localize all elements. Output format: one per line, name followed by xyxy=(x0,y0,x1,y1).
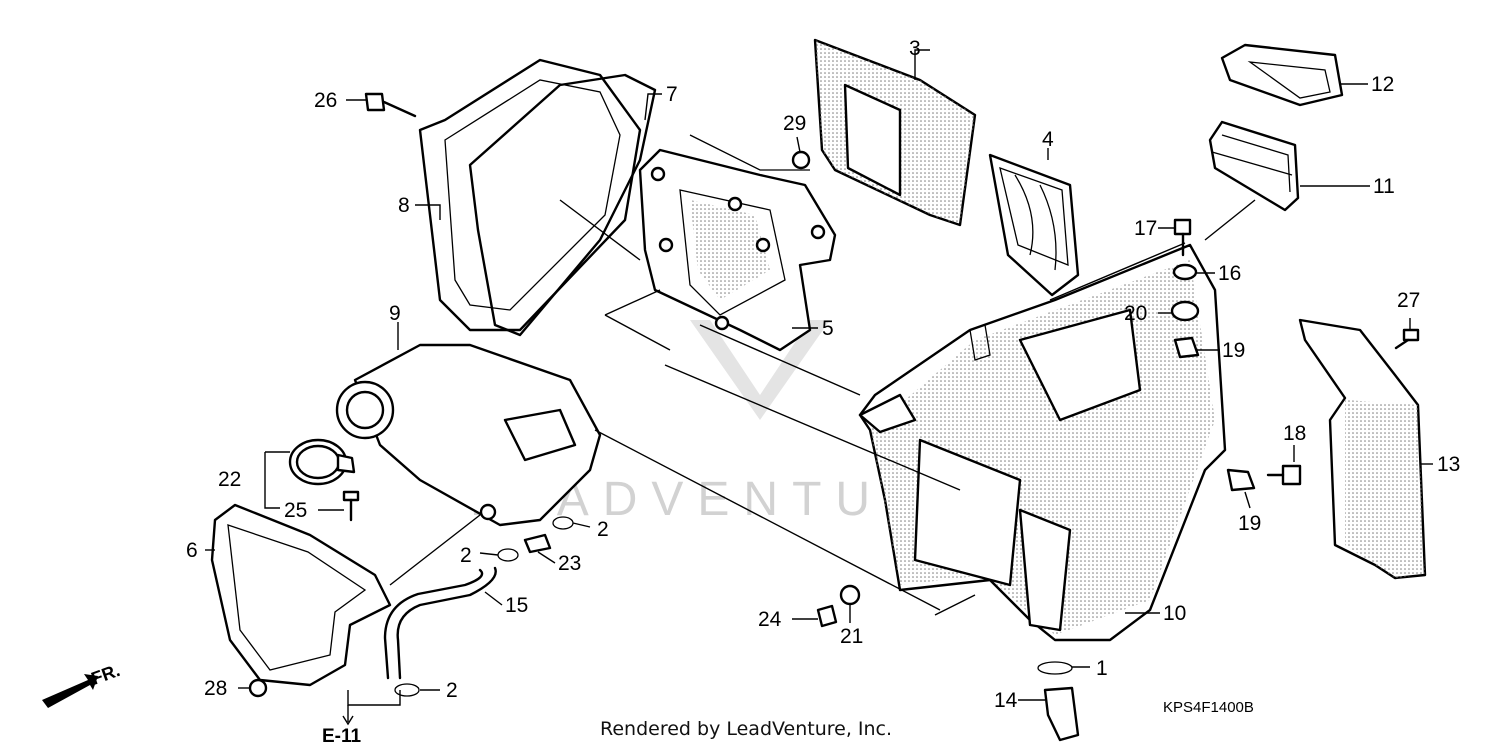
front-arrow-icon: FR. xyxy=(42,660,123,708)
render-credit: Rendered by LeadVenture, Inc. xyxy=(600,718,892,740)
callout-21: 21 xyxy=(840,625,863,648)
part-13-side-cover[interactable] xyxy=(1298,318,1427,580)
part-10-air-cleaner-case[interactable] xyxy=(858,243,1227,642)
part-23-bolt[interactable] xyxy=(523,533,552,554)
front-label: FR. xyxy=(89,660,123,689)
reference-label-e11[interactable]: E-11 xyxy=(322,726,362,747)
part-28-nut[interactable] xyxy=(248,678,268,698)
callout-6: 6 xyxy=(186,539,198,562)
callout-25: 25 xyxy=(284,499,307,522)
callout-3: 3 xyxy=(909,37,921,60)
part-5-element-assembly[interactable] xyxy=(638,134,837,352)
callout-22: 22 xyxy=(218,468,241,491)
part-15-drain-hose[interactable] xyxy=(383,566,497,680)
part-11-duct-seal[interactable] xyxy=(1208,120,1300,212)
part-12-cover[interactable] xyxy=(1220,43,1344,107)
callout-19a: 19 xyxy=(1222,339,1245,362)
callout-18: 18 xyxy=(1283,422,1306,445)
diagram-code: KPS4F1400B xyxy=(1163,699,1254,716)
callout-23: 23 xyxy=(558,552,581,575)
part-26-bolt[interactable] xyxy=(364,92,417,118)
callout-9: 9 xyxy=(389,302,401,325)
part-6-gasket[interactable] xyxy=(210,503,392,687)
part-16-grommet[interactable] xyxy=(1172,263,1198,281)
part-24-bolt[interactable] xyxy=(816,604,838,628)
callout-labels: 1 2 2 2 2 3 4 5 6 7 8 9 10 11 12 13 14 1… xyxy=(186,37,1460,712)
part-20-grommet[interactable] xyxy=(1170,300,1200,322)
part-4-element-frame[interactable] xyxy=(988,153,1080,297)
part-25-screw[interactable] xyxy=(342,490,360,522)
callout-1: 1 xyxy=(1096,657,1108,680)
callout-11: 11 xyxy=(1373,175,1395,198)
callout-8: 8 xyxy=(398,194,410,217)
part-19-clip-lower[interactable] xyxy=(1226,468,1256,492)
part-21-washer[interactable] xyxy=(839,584,861,606)
part-19-clip-upper[interactable] xyxy=(1173,336,1200,359)
part-14-tube[interactable] xyxy=(1043,686,1080,742)
part-7-gasket[interactable] xyxy=(468,73,657,337)
callout-28: 28 xyxy=(204,677,227,700)
callout-10: 10 xyxy=(1163,602,1186,625)
callout-2c: 2 xyxy=(446,679,458,702)
callout-12: 12 xyxy=(1371,73,1394,96)
callout-7: 7 xyxy=(666,83,678,106)
part-18-bolt[interactable] xyxy=(1266,464,1302,486)
callout-16: 16 xyxy=(1218,262,1241,285)
part-9-filter-housing[interactable] xyxy=(335,343,602,527)
callout-14: 14 xyxy=(994,689,1018,712)
part-29-nut[interactable] xyxy=(791,150,811,170)
callout-15: 15 xyxy=(505,594,528,617)
part-22-clamp-band[interactable] xyxy=(288,438,356,486)
callout-5: 5 xyxy=(822,317,834,340)
callout-24: 24 xyxy=(758,608,782,631)
callout-2b: 2 xyxy=(460,544,472,567)
callout-19b: 19 xyxy=(1238,512,1261,535)
callout-27: 27 xyxy=(1397,289,1420,312)
callout-20: 20 xyxy=(1124,302,1147,325)
callout-29: 29 xyxy=(783,112,806,135)
leader-lines xyxy=(205,49,1433,726)
callout-4: 4 xyxy=(1042,128,1054,151)
part-8-case-cover[interactable] xyxy=(418,58,642,332)
callout-17: 17 xyxy=(1134,217,1157,240)
callout-2a: 2 xyxy=(597,518,609,541)
part-3-filter-foam[interactable] xyxy=(813,38,977,227)
part-27-screw[interactable] xyxy=(1394,328,1420,350)
callout-26: 26 xyxy=(314,89,337,112)
part-1-clip[interactable] xyxy=(1037,661,1073,675)
callout-13: 13 xyxy=(1437,453,1460,476)
